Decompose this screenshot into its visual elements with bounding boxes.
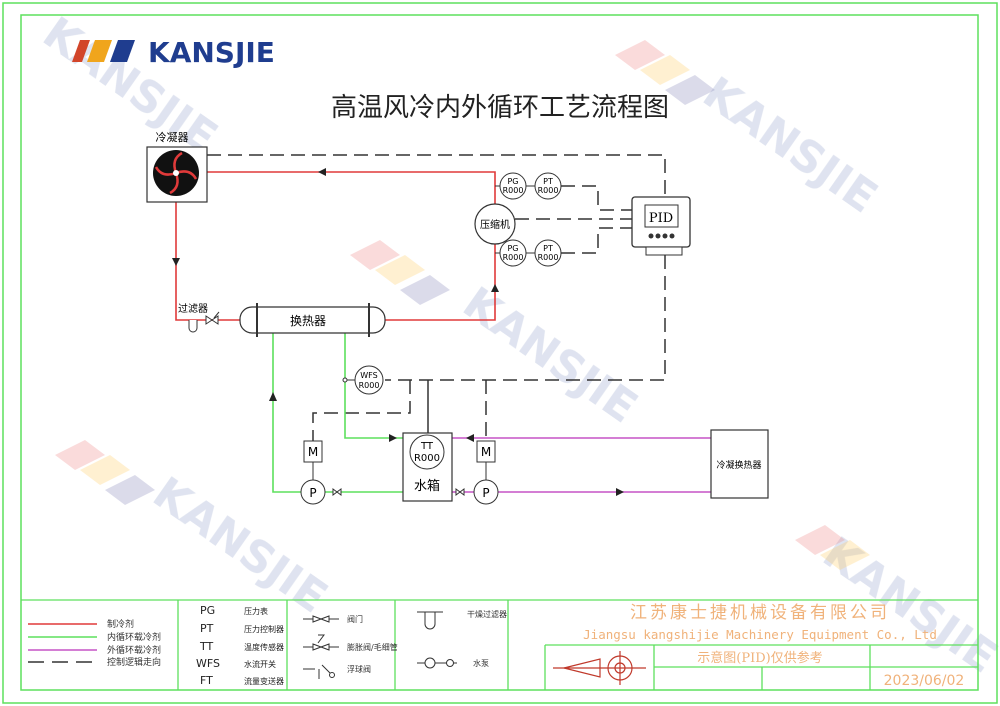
flow-arrow-icon [616,488,624,496]
legend-grid [21,599,978,690]
svg-text:内循环载冷剂: 内循环载冷剂 [107,631,161,643]
heat-exchanger: 换热器 [239,303,386,337]
heat-exchanger-label: 换热器 [290,314,326,328]
brand-logo: KANSJIE [72,36,275,69]
svg-text:R000: R000 [503,186,524,195]
condenser: 冷凝器 [146,130,208,203]
compressor-label: 压缩机 [480,218,510,231]
water-tank: TT R000 水箱 [402,432,453,502]
svg-text:R000: R000 [503,253,524,262]
watermark-text: KANSJIE [694,67,887,223]
symbol-legend-a: 阀门 膨胀阀/毛细管 浮球阀 [303,614,398,679]
svg-text:压力控制器: 压力控制器 [244,624,284,634]
svg-text:阀门: 阀门 [347,614,363,624]
svg-text:浮球阀: 浮球阀 [347,664,371,674]
svg-text:PG: PG [507,244,518,253]
watermark-stripes [55,40,870,570]
control-lines [207,154,666,441]
filter-label: 过滤器 [178,302,208,315]
line-legend: 制冷剂 内循环载冷剂 外循环载冷剂 控制逻辑走向 [28,618,161,668]
company-name-cn: 江苏康士捷机械设备有限公司 [630,603,890,623]
svg-text:PT: PT [543,177,553,186]
flow-arrow-icon [491,284,499,292]
drawing-date: 2023/06/02 [884,673,965,689]
flow-arrow-icon [466,434,474,442]
pid-label: PID [649,211,673,226]
pumps: M P M P [300,440,499,505]
svg-text:温度传感器: 温度传感器 [244,642,284,652]
svg-text:水泵: 水泵 [473,658,489,668]
expansion-valve-icon [205,311,220,325]
pump-icon [424,657,436,669]
svg-text:膨胀阀/毛细管: 膨胀阀/毛细管 [347,642,398,652]
flow-arrow-icon [389,434,397,442]
watermark-text: KANSJIE [34,7,227,163]
brand-name: KANSJIE [148,36,275,69]
svg-text:TT: TT [420,441,434,452]
flow-arrow-icon [172,258,180,266]
svg-text:FT: FT [200,674,213,687]
symbol-legend-b: 干燥过滤器 水泵 [417,609,507,669]
svg-text:WFS: WFS [360,371,377,380]
svg-text:P: P [482,486,489,500]
svg-text:干燥过滤器: 干燥过滤器 [467,609,507,619]
inner-frame [20,14,979,691]
svg-text:水流开关: 水流开关 [244,659,276,669]
valve-icon [332,488,342,496]
svg-text:M: M [308,445,318,459]
valve-icon [303,615,339,623]
water-tank-label: 水箱 [414,478,440,494]
svg-text:制冷剂: 制冷剂 [107,618,134,630]
reference-note: 示意图(PID)仅供参考 [697,650,822,666]
svg-text:压力表: 压力表 [244,606,268,616]
svg-text:PT: PT [200,622,214,635]
valve-icon [455,488,465,496]
svg-text:R000: R000 [538,253,559,262]
expansion-valve-icon [303,634,339,651]
svg-text:M: M [481,445,491,459]
projection-symbol-icon [553,651,646,685]
company-name-en: Jiangsu kangshijie Machinery Equipment C… [583,627,937,642]
float-valve-icon [303,664,331,679]
compressor: 压缩机 [474,203,516,245]
condensing-heat-exchanger: 冷凝换热器 [710,429,769,499]
title-block: 江苏康士捷机械设备有限公司 Jiangsu kangshijie Machine… [583,603,964,689]
abbreviation-legend: PG 压力表 PT 压力控制器 TT 温度传感器 WFS 水流开关 FT 流量变送器 [196,604,284,687]
svg-text:流量变送器: 流量变送器 [244,676,284,686]
svg-text:外循环载冷剂: 外循环载冷剂 [107,644,161,656]
svg-text:PG: PG [507,177,518,186]
svg-text:WFS: WFS [196,657,220,670]
svg-text:PT: PT [543,244,553,253]
svg-text:R000: R000 [414,453,440,464]
refrigerant-lines [175,171,496,321]
svg-text:R000: R000 [359,381,380,390]
svg-text:PG: PG [200,604,215,617]
condenser-label: 冷凝器 [156,130,189,144]
flow-arrow-icon [269,392,277,401]
dryer-filter-icon [188,320,198,333]
svg-text:P: P [309,486,316,500]
svg-text:R000: R000 [538,186,559,195]
svg-text:TT: TT [199,640,214,653]
pid-controller: PID [631,196,691,256]
dryer-filter-icon [417,611,443,630]
pump-icon [300,479,326,505]
pump-icon [473,479,499,505]
motor-icon [303,440,323,463]
flow-arrow-icon [318,168,326,176]
motor-icon [476,440,496,463]
svg-text:冷凝换热器: 冷凝换热器 [716,459,761,471]
diagram-title: 高温风冷内外循环工艺流程图 [331,93,669,123]
svg-text:控制逻辑走向: 控制逻辑走向 [107,656,161,668]
watermark-text: KANSJIE [454,277,647,433]
